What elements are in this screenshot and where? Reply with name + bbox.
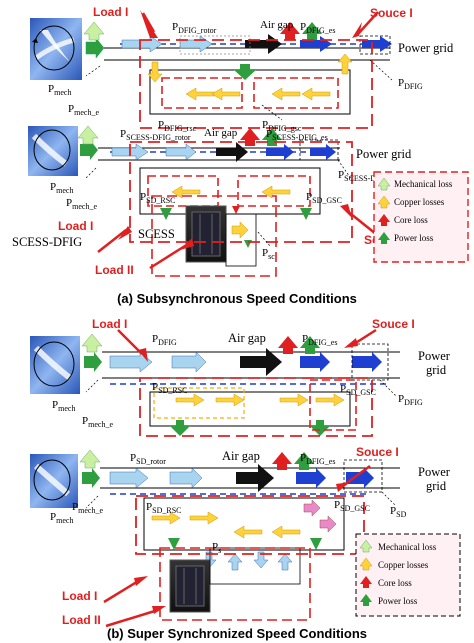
load2-label: Load II (95, 263, 134, 277)
p-mech-label: Pmech (52, 399, 75, 413)
legend-mechanical: Mechanical loss (378, 542, 437, 552)
power-label: Power (418, 349, 451, 363)
source-label: Souce I (372, 317, 415, 331)
p-dfig-es-label: PDFIG_es (302, 333, 337, 347)
p-mech-label: Pmech (48, 83, 71, 97)
p-sd-rsc-label: PSD_RSC (140, 191, 175, 205)
scess-cabinet (169, 559, 211, 613)
scess-label: SCESS (138, 227, 175, 241)
legend-power: Power loss (378, 596, 418, 606)
p-dfig-gsc-label: PDFIG_gsc (262, 119, 302, 133)
power-loss-icon (360, 594, 372, 606)
copper-loss-icon (359, 557, 373, 571)
legend: Mechanical loss Copper losses Core loss … (373, 171, 469, 263)
input-arrow (85, 37, 105, 59)
core-loss-icon (360, 576, 372, 588)
p-dfig-es-label: PDFIG_es (300, 452, 335, 466)
legend-copper: Copper losses (378, 560, 429, 570)
mechanical-loss-icon (359, 539, 373, 553)
load1-label: Load I (62, 589, 97, 603)
grid-label: grid (426, 363, 447, 377)
p-mech-label: Pmech (50, 181, 73, 195)
p-mech-label: Pmech (50, 511, 73, 525)
load1-label: Load I (58, 219, 93, 233)
panel-a-top: Load I Souce I PDFIG_rotor Air gap PDFIG… (30, 5, 454, 133)
caption-b: (b) Super Synchronized Speed Conditions (107, 626, 367, 641)
p-dfig-rotor-label: PDFIG_rotor (172, 21, 217, 35)
core-loss-icon (378, 214, 390, 226)
air-gap-label: Air gap (222, 449, 260, 463)
p-sd-gsc-label: PSD_GSC (334, 499, 370, 513)
p-scess-rotor-label: PSCESS-DFIG_rotor (120, 128, 191, 142)
mech-loss-arrow (83, 21, 105, 41)
p-dfig-label: PDFIG (152, 333, 177, 347)
mechanical-loss-icon (377, 177, 391, 191)
panel-b-bottom: PSD_rotor Air gap PDFIG_es Souce I Power… (30, 445, 461, 628)
p-sd-gsc-label: PSD_GSC (306, 191, 342, 205)
air-gap-label: Air gap (228, 331, 266, 345)
legend-mechanical: Mechanical loss (394, 179, 453, 189)
power-grid-label: Power grid (356, 147, 412, 161)
legend-copper: Copper losses (394, 197, 445, 207)
p-sd-rotor-label: PSD_rotor (130, 452, 166, 466)
p-s-label: Ps (212, 541, 221, 555)
load-label: Load I (93, 5, 128, 19)
scess-cabinet (185, 205, 227, 263)
p-sd-rsc-label: PSD_RSC (152, 381, 187, 395)
p-sc-label: Psc (262, 247, 275, 261)
p-dfig-rsc-label: PDFIG_rsc (158, 119, 197, 133)
panel-b-top: Load I Souce I PDFIG Air gap PDFIG_es Po… (30, 317, 451, 437)
p-dfig-label: PDFIG (398, 77, 423, 91)
legend-power: Power loss (394, 233, 434, 243)
scess-dfig-label: SCESS-DFIG (12, 235, 82, 249)
air-gap-label: Air gap (260, 19, 294, 31)
p-scess-label: PSCESS-DFIG (338, 169, 389, 183)
air-gap-label: Air gap (204, 127, 238, 139)
p-dfig-right-label: PDFIG (398, 393, 423, 407)
panel-a-bottom: PSCESS-DFIG_rotor Air gap PSCESS-DFIG_es… (12, 125, 469, 277)
air-gap-arrow (245, 34, 282, 54)
p-sd-label: PSD (390, 505, 407, 519)
source-label: Souce I (356, 445, 399, 459)
copper-loss-icon (377, 195, 391, 209)
p-scess-es-label: PSCESS-DFIG_es (266, 128, 328, 142)
power-grid-label: Power grid (398, 41, 454, 55)
turbine-image (30, 336, 80, 394)
p-mech-e-label: Pmech_e (66, 197, 97, 211)
p-sd-rsc-label: PSD_RSC (146, 501, 181, 515)
red-boundary (139, 39, 373, 129)
caption-a: (a) Subsynchronous Speed Conditions (117, 291, 357, 306)
power-label: Power (418, 465, 451, 479)
legend: Mechanical loss Copper losses Core loss … (355, 533, 461, 617)
p-mech-e-label: Pmech_e (72, 501, 103, 515)
load2-label: Load II (62, 613, 101, 627)
legend-core: Core loss (378, 578, 412, 588)
p-mech-e-label: Pmech_e (82, 415, 113, 429)
turbine-image (30, 18, 82, 80)
legend-core: Core loss (394, 215, 428, 225)
turbine-image (28, 126, 78, 176)
turbine-image (30, 454, 78, 508)
power-loss-icon (378, 232, 390, 244)
p-mech-e-label: Pmech_e (68, 103, 99, 117)
grid-label: grid (426, 479, 447, 493)
p-dfig-es-label: PDFIG_es (300, 21, 335, 35)
source-label: Souce I (370, 6, 413, 20)
p-sd-gsc-label: PSD_GSC (340, 383, 376, 397)
load-label: Load I (92, 317, 127, 331)
